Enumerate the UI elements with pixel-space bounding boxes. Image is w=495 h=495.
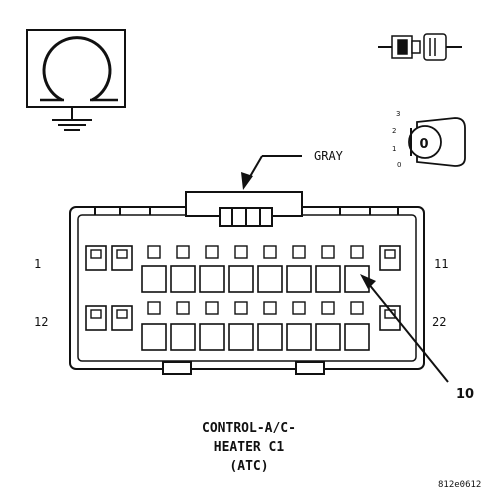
ignition-key-icon bbox=[408, 117, 466, 167]
callout-leader bbox=[360, 274, 449, 383]
gray-wire-arrow-icon bbox=[241, 172, 253, 190]
ohm-ground-symbol-icon bbox=[26, 29, 126, 131]
callout-number: 10 bbox=[456, 387, 474, 402]
cavity-3 bbox=[141, 265, 167, 293]
cavity-7 bbox=[257, 265, 283, 293]
ignition-position-3: 3 bbox=[396, 110, 400, 118]
ignition-position-0: 0 bbox=[397, 161, 401, 169]
wire-color-label: GRAY bbox=[314, 149, 344, 163]
cavity-5 bbox=[199, 265, 225, 293]
key-symbol: 0 bbox=[419, 137, 428, 152]
cavity-terminals-bottom bbox=[90, 301, 396, 319]
ignition-position-2: 2 bbox=[392, 127, 396, 135]
gray-wire-leader bbox=[247, 155, 302, 181]
pin-label-22: 22 bbox=[432, 315, 446, 329]
cavity-terminals-top bbox=[90, 245, 396, 259]
cavity-6 bbox=[228, 265, 254, 293]
cavity-21 bbox=[344, 323, 370, 351]
pin-label-1: 1 bbox=[34, 257, 41, 271]
figure-code: 812e0612 bbox=[438, 480, 481, 490]
cavity-17 bbox=[228, 323, 254, 351]
cavity-4 bbox=[170, 265, 196, 293]
cavity-18 bbox=[257, 323, 283, 351]
cavity-19 bbox=[286, 323, 312, 351]
connector-plug-icon bbox=[378, 33, 462, 61]
pin-label-11: 11 bbox=[434, 257, 448, 271]
cavity-15 bbox=[170, 323, 196, 351]
cavity-9 bbox=[315, 265, 341, 293]
cavity-row-bottom bbox=[85, 305, 401, 351]
connector-body bbox=[69, 191, 425, 375]
cavity-16 bbox=[199, 323, 225, 351]
cavity-14 bbox=[141, 323, 167, 351]
cavity-10 bbox=[344, 265, 370, 293]
cavity-20 bbox=[315, 323, 341, 351]
connector-title-line-2: HEATER C1 bbox=[214, 440, 285, 455]
cavity-8 bbox=[286, 265, 312, 293]
pin-label-12: 12 bbox=[34, 315, 48, 329]
connector-title-line-3: (ATC) bbox=[229, 459, 268, 474]
connector-title-line-1: CONTROL-A/C- bbox=[202, 421, 296, 436]
ignition-position-1: 1 bbox=[392, 145, 396, 153]
callout-arrow-icon bbox=[360, 274, 376, 289]
